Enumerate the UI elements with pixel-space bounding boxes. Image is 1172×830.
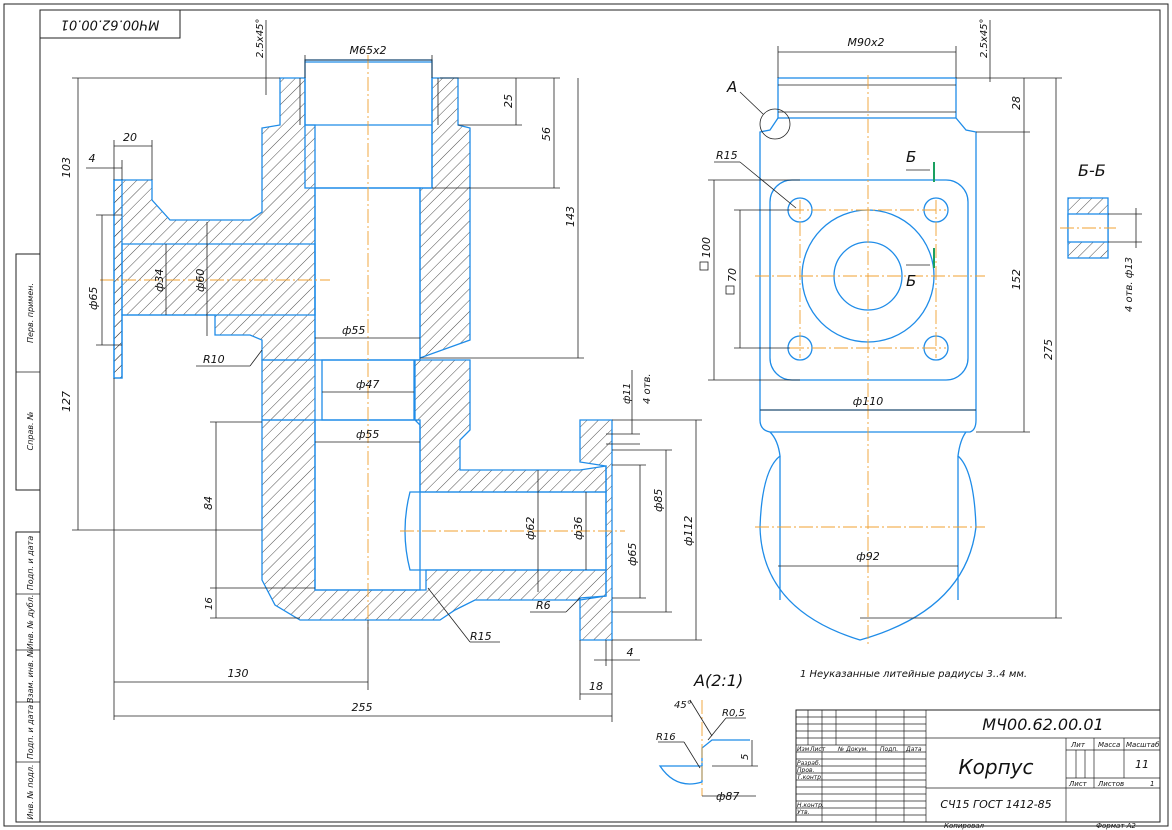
stamp-label-4: Взам. инв. №	[26, 649, 35, 703]
stamp-label-0: Перв. примен.	[26, 283, 35, 343]
tb-scale: Масштаб	[1126, 741, 1160, 749]
tb-col-2: № Докум.	[837, 746, 868, 753]
dim-20: 20	[123, 131, 137, 144]
dim-56: 56	[540, 127, 553, 141]
section-label: Б-Б	[1078, 161, 1106, 180]
dim-4-holes: 4 отв.	[642, 373, 653, 404]
dim-5: 5	[740, 754, 751, 760]
dim-sq100: 100	[700, 237, 713, 258]
dim-275: 275	[1042, 339, 1055, 360]
front-section-view	[100, 55, 625, 641]
dim-phi62: ф62	[524, 517, 537, 540]
detail-label: А(2:1)	[693, 671, 743, 690]
dim-phi34: ф34	[153, 269, 166, 292]
dim-sq70: 70	[726, 268, 739, 282]
rotated-code-box: МЧ00.62.00.01	[39, 9, 181, 39]
stamp-label-5: Подп. и дата	[26, 705, 35, 760]
dim-a45: 45°	[674, 700, 692, 711]
tb-row-1: Пров.	[797, 767, 815, 774]
dim-m90: M90x2	[848, 36, 885, 49]
front-dimensions: M65x2 2.5x45° 103 127 20 4 ф65 ф34 ф60 R…	[60, 18, 702, 722]
tb-sheets: Листов	[1097, 780, 1124, 788]
dim-phi92: ф92	[856, 550, 879, 563]
doc-title: Корпус	[958, 755, 1033, 779]
dim-152: 152	[1010, 269, 1023, 290]
dim-phi65-right: ф65	[626, 543, 639, 566]
dim-r16: R16	[656, 732, 676, 743]
dim-r15: R15	[470, 630, 492, 643]
dim-r05: R0,5	[722, 708, 745, 719]
copied-label: Копировал	[944, 822, 985, 830]
cut-mark-bottom: Б	[906, 272, 916, 290]
dim-r6: R6	[536, 599, 551, 612]
rotated-code-text: МЧ00.62.00.01	[61, 17, 160, 32]
dim-84: 84	[202, 496, 215, 510]
tb-mass: Масса	[1098, 741, 1120, 749]
dim-chamfer-1: 2.5x45°	[255, 18, 266, 58]
side-dimensions: M90x2 2.5x45° 28 152 275 100 70 R15 ф1	[699, 18, 1062, 619]
stamp-label-2: Подп. и дата	[26, 536, 35, 591]
dim-chamfer-2: 2.5x45°	[979, 18, 990, 58]
dim-phi55-lower: ф55	[356, 428, 379, 441]
dim-holes13: 4 отв. ф13	[1124, 257, 1135, 312]
tb-col-4: Дата	[905, 746, 922, 753]
dim-phi55-upper: ф55	[342, 324, 365, 337]
general-note: 1 Неуказанные литейные радиусы 3..4 мм.	[800, 669, 1027, 680]
detail-ref-a: А	[726, 78, 737, 96]
stamp-label-3: Инв. № дубл.	[26, 595, 35, 650]
tb-col-3: Подп.	[880, 746, 898, 753]
stamp-label-1: Справ. №	[26, 412, 35, 451]
tb-scale-value: 11	[1135, 758, 1149, 771]
dim-28: 28	[1010, 96, 1023, 110]
dim-phi110: ф110	[853, 395, 883, 408]
dim-4: 4	[89, 152, 96, 165]
dim-25: 25	[502, 94, 515, 108]
dim-m65: M65x2	[350, 44, 387, 57]
section-b-b: Б-Б 4 отв. ф13	[1060, 161, 1142, 312]
dim-255: 255	[352, 701, 373, 714]
dim-phi36: ф36	[572, 517, 585, 540]
doc-material: СЧ15 ГОСТ 1412-85	[940, 798, 1051, 811]
dim-103: 103	[60, 157, 73, 178]
dim-r15-side: R15	[716, 149, 738, 162]
tb-lit: Лит	[1070, 741, 1086, 749]
stamp-label-6: Инв. № подл.	[26, 764, 35, 819]
dim-phi112: ф112	[682, 516, 695, 546]
dim-130: 130	[228, 667, 249, 680]
tb-row-2: Т.контр.	[797, 774, 823, 781]
dim-r10: R10	[203, 353, 225, 366]
tb-col-1: Лист	[809, 746, 826, 753]
dim-phi85: ф85	[652, 489, 665, 512]
tb-sheets-value: 1	[1150, 780, 1154, 788]
format-label: Формат А2	[1096, 822, 1136, 830]
dim-phi47: ф47	[356, 378, 379, 391]
title-block: Изм Лист № Докум. Подп. Дата Разраб. Про…	[795, 709, 1161, 830]
doc-code: МЧ00.62.00.01	[982, 715, 1103, 734]
tb-row-0: Разраб.	[797, 760, 821, 767]
tb-sheet: Лист	[1068, 780, 1088, 788]
dim-127: 127	[60, 391, 73, 412]
tb-col-0: Изм	[797, 746, 810, 753]
side-stamp: Перв. примен. Справ. № Подп. и дата Инв.…	[15, 253, 41, 823]
side-view: А Б Б	[726, 75, 985, 645]
dim-16: 16	[204, 597, 215, 610]
dim-phi65-left: ф65	[87, 287, 100, 310]
dim-phi87: ф87	[716, 790, 739, 803]
tb-row-4: Н.контр.	[797, 802, 824, 809]
dim-phi11: ф11	[622, 383, 633, 404]
detail-a: А(2:1) 45° R0,5 R16 5 ф87	[656, 671, 758, 803]
dim-18: 18	[589, 680, 603, 693]
outer-frame	[3, 3, 1169, 827]
dim-4-bottom: 4	[627, 646, 634, 659]
tb-row-5: Утв.	[797, 809, 810, 816]
dim-143: 143	[564, 206, 577, 227]
cut-mark-top: Б	[906, 148, 916, 166]
dim-phi60: ф60	[194, 269, 207, 292]
